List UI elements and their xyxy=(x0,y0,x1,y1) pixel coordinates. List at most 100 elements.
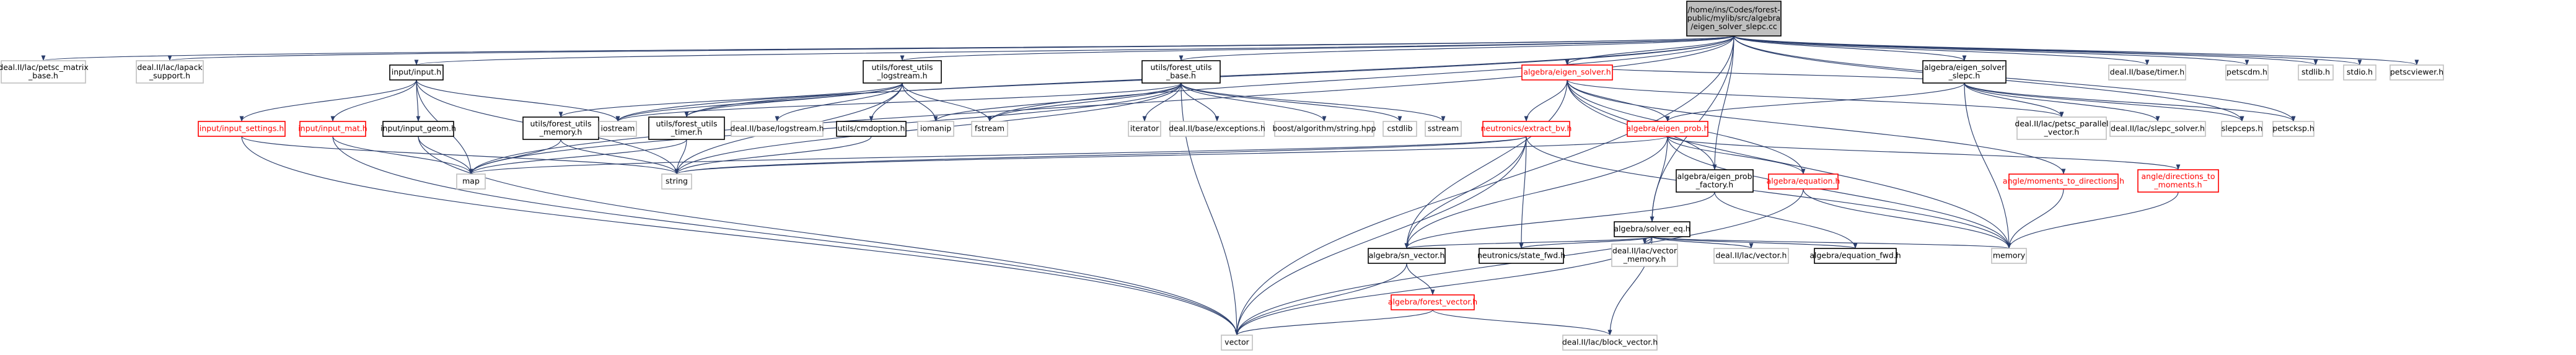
node-input-settings[interactable]: input/input_settings.h xyxy=(198,121,286,137)
node-label-line: input/input_settings.h xyxy=(200,124,284,133)
node-label-line: input/input.h xyxy=(392,68,441,77)
node-utils-base[interactable]: utils/forest_utils_base.h xyxy=(1141,60,1221,84)
node-box xyxy=(2298,64,2334,81)
node-label-line: stdlib.h xyxy=(2301,68,2330,77)
node-algebra-eigen-prob[interactable]: algebra/eigen_prob.h xyxy=(1627,121,1709,137)
edge-utils_base-to-iomanip xyxy=(933,82,1182,122)
node-petsc-parallel-vector[interactable]: deal.II/lac/petsc_parallel_vector.h xyxy=(2015,116,2109,140)
node-memory[interactable]: memory xyxy=(1991,248,2027,264)
node-label-line: _timer.h xyxy=(670,127,702,136)
node-petscksp[interactable]: petscksp.h xyxy=(2272,121,2314,137)
node-root[interactable]: /home/ins/Codes/forest-public/mylib/src/… xyxy=(1686,1,1782,37)
node-algebra-sn-vector[interactable]: algebra/sn_vector.h xyxy=(1368,248,1446,264)
edge-algebra_eigen_solver-to-memory xyxy=(1567,79,2011,249)
node-box xyxy=(1676,169,1754,193)
node-label-line: _logstream.h xyxy=(876,71,927,80)
node-label-line: deal.II/lac/slepc_solver.h xyxy=(2111,124,2205,133)
node-box xyxy=(1,60,86,84)
edge-algebra_eigen_solver_slepc-to-petscksp xyxy=(1964,82,2296,122)
node-algebra-equation-fwd[interactable]: algebra/equation_fwd.h xyxy=(1809,248,1901,264)
node-neutronics-extract-bv[interactable]: neutronics/extract_bv.h xyxy=(1481,121,1572,137)
edge-utils_base-to-boost_string xyxy=(1180,82,1327,122)
node-label-line: petscksp.h xyxy=(2272,124,2314,133)
node-label-line: algebra/solver_eq.h xyxy=(1614,224,1690,234)
node-label-line: utils/forest_utils xyxy=(871,63,933,72)
edge-cmdoption-to-string xyxy=(674,136,872,175)
edge-algebra_eigen_solver_slepc-to-slepceps xyxy=(1964,82,2244,122)
node-label-line: neutronics/extract_bv.h xyxy=(1481,124,1572,133)
node-lac-vector-memory[interactable]: deal.II/lac/vector_memory.h xyxy=(1611,243,1678,267)
node-utils-memory[interactable]: utils/forest_utils_memory.h xyxy=(522,116,599,140)
node-algebra-equation[interactable]: algebra/equation.h xyxy=(1767,173,1840,190)
node-iostream[interactable]: iostream xyxy=(599,121,637,137)
node-sstream[interactable]: sstream xyxy=(1425,121,1462,137)
node-slepceps[interactable]: slepceps.h xyxy=(2221,121,2263,137)
node-box xyxy=(648,116,725,140)
node-lapack-support[interactable]: deal.II/lac/lapack_support.h xyxy=(136,60,204,84)
node-label-line: deal.II/lac/petsc_parallel xyxy=(2015,119,2108,128)
node-petscdm[interactable]: petscdm.h xyxy=(2225,64,2269,81)
node-block-vector[interactable]: deal.II/lac/block_vector.h xyxy=(1562,335,1658,351)
node-box xyxy=(2108,64,2186,81)
node-label-line: angle/moments_to_directions.h xyxy=(2003,177,2124,186)
node-label-line: _factory.h xyxy=(1695,180,1733,189)
node-algebra-forest-vector[interactable]: algebra/forest_vector.h xyxy=(1388,294,1477,310)
node-box xyxy=(1814,248,1897,264)
edge-root-to-utils_logstream xyxy=(900,35,1734,61)
node-box xyxy=(1169,121,1265,137)
node-box xyxy=(1221,335,1253,351)
node-algebra-eigen-solver-slepc[interactable]: algebra/eigen_solver_slepc.h xyxy=(1922,60,2007,84)
edge-algebra_eigen_prob-to-algebra_equation xyxy=(1667,136,1806,175)
node-map[interactable]: map xyxy=(456,173,486,190)
node-label-line: petscdm.h xyxy=(2227,68,2267,77)
node-label-line: _slepc.h xyxy=(1948,71,1980,80)
node-base-logstream[interactable]: deal.II/base/logstream.h xyxy=(730,121,824,137)
node-algebra-eigen-prob-factory[interactable]: algebra/eigen_prob_factory.h xyxy=(1676,169,1754,193)
node-petsc-matrix-base[interactable]: deal.II/lac/petsc_matrix_base.h xyxy=(0,60,89,84)
node-box xyxy=(971,121,1008,137)
node-label-line: deal.II/lac/vector xyxy=(1612,246,1677,255)
node-label-line: sstream xyxy=(1428,124,1459,133)
node-string[interactable]: string xyxy=(661,173,692,190)
node-box xyxy=(863,60,942,84)
node-label-line: deal.II/base/exceptions.h xyxy=(1169,124,1265,133)
node-cstdlib[interactable]: cstdlib xyxy=(1383,121,1417,137)
node-slepc-solver[interactable]: deal.II/lac/slepc_solver.h xyxy=(2109,121,2206,137)
node-algebra-solver-eq[interactable]: algebra/solver_eq.h xyxy=(1614,221,1690,237)
node-utils-timer[interactable]: utils/forest_utils_timer.h xyxy=(648,116,725,140)
node-box xyxy=(1614,221,1690,237)
edge-utils_logstream-to-base_logstream xyxy=(775,82,903,122)
edge-algebra_sn_vector-to-vector xyxy=(1234,263,1407,336)
node-utils-logstream[interactable]: utils/forest_utils_logstream.h xyxy=(863,60,942,84)
node-boost-string[interactable]: boost/algorithm/string.hpp xyxy=(1272,121,1376,137)
node-angle-directions-to-moments[interactable]: angle/directions_to_moments.h xyxy=(2137,169,2219,193)
node-input-h[interactable]: input/input.h xyxy=(389,64,444,81)
node-box xyxy=(389,64,444,81)
node-stdlib[interactable]: stdlib.h xyxy=(2298,64,2334,81)
edge-utils_base-to-fstream xyxy=(987,82,1182,122)
node-box xyxy=(1686,1,1782,37)
node-angle-moments-to-directions[interactable]: angle/moments_to_directions.h xyxy=(2003,173,2124,190)
node-base-timer[interactable]: deal.II/base/timer.h xyxy=(2108,64,2186,81)
node-iomanip[interactable]: iomanip xyxy=(917,121,954,137)
node-neutronics-state-fwd[interactable]: neutronics/state_fwd.h xyxy=(1477,248,1565,264)
node-petscviewer[interactable]: petscviewer.h xyxy=(2389,64,2444,81)
node-iterator[interactable]: iterator xyxy=(1128,121,1161,137)
node-base-exceptions[interactable]: deal.II/base/exceptions.h xyxy=(1169,121,1265,137)
node-input-mat[interactable]: input/input_mat.h xyxy=(298,121,367,137)
node-cmdoption[interactable]: utils/cmdoption.h xyxy=(836,121,907,137)
node-label-line: vector xyxy=(1224,338,1250,347)
node-fstream[interactable]: fstream xyxy=(971,121,1008,137)
node-vector[interactable]: vector xyxy=(1221,335,1253,351)
node-box xyxy=(1383,121,1417,137)
node-input-geom[interactable]: input/input_geom.h xyxy=(380,121,456,137)
node-algebra-eigen-solver[interactable]: algebra/eigen_solver.h xyxy=(1521,64,1613,81)
node-stdio[interactable]: stdio.h xyxy=(2343,64,2376,81)
edge-utils_memory-to-string xyxy=(560,139,679,175)
node-label-line: algebra/eigen_prob.h xyxy=(1627,124,1709,133)
edge-utils_logstream-to-fstream xyxy=(902,82,992,122)
node-lac-vector[interactable]: deal.II/lac/vector.h xyxy=(1713,248,1789,264)
node-box xyxy=(456,173,486,190)
node-label-line: algebra/equation_fwd.h xyxy=(1809,251,1901,260)
edge-algebra_forest_vector-to-block_vector xyxy=(1432,309,1612,336)
